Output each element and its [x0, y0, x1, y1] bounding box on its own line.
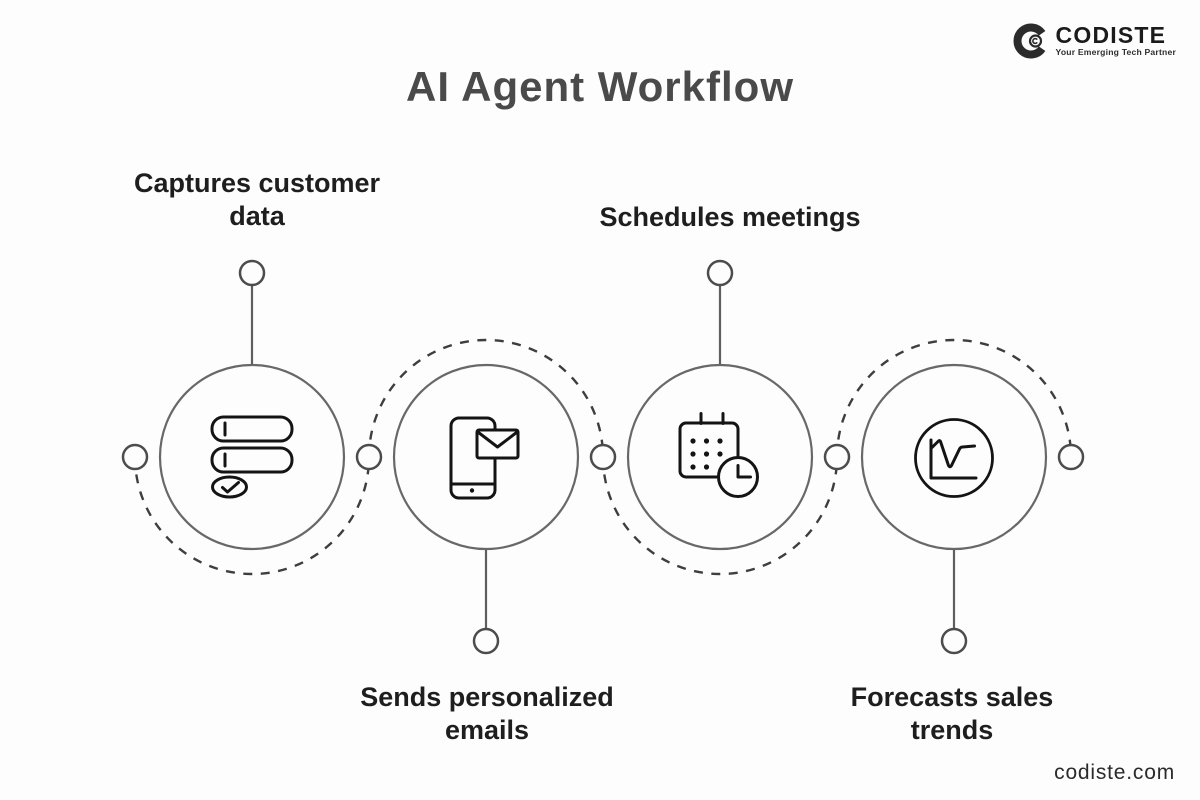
phone-email-icon	[449, 416, 520, 500]
logo-tagline: Your Emerging Tech Partner	[1055, 47, 1176, 58]
footer-website: codiste.com	[1054, 761, 1175, 784]
step-label-schedules-meetings: Schedules meetings	[599, 202, 861, 232]
logo-name: CODISTE	[1055, 21, 1167, 48]
calendar-clock-icon	[678, 412, 759, 498]
data-rows-check-icon	[210, 415, 294, 499]
label-stems	[250, 286, 956, 628]
step-label-captures-customer-data: Captures customer data	[133, 168, 381, 231]
connector-nodes	[121, 259, 1085, 655]
trend-chart-icon	[914, 418, 994, 498]
step-label-sends-personalized-emails: Sends personalized emails	[360, 682, 614, 745]
dashed-connector-path	[133, 338, 1073, 576]
step-circle-1	[158, 363, 346, 551]
logo: CODISTE Your Emerging Tech Partner	[1012, 21, 1176, 59]
step-circle-3	[626, 363, 814, 551]
step-label-forecasts-sales-trends: Forecasts sales trends	[850, 682, 1054, 745]
page-title: AI Agent Workflow	[406, 63, 794, 110]
codiste-logo-icon	[1013, 23, 1045, 59]
